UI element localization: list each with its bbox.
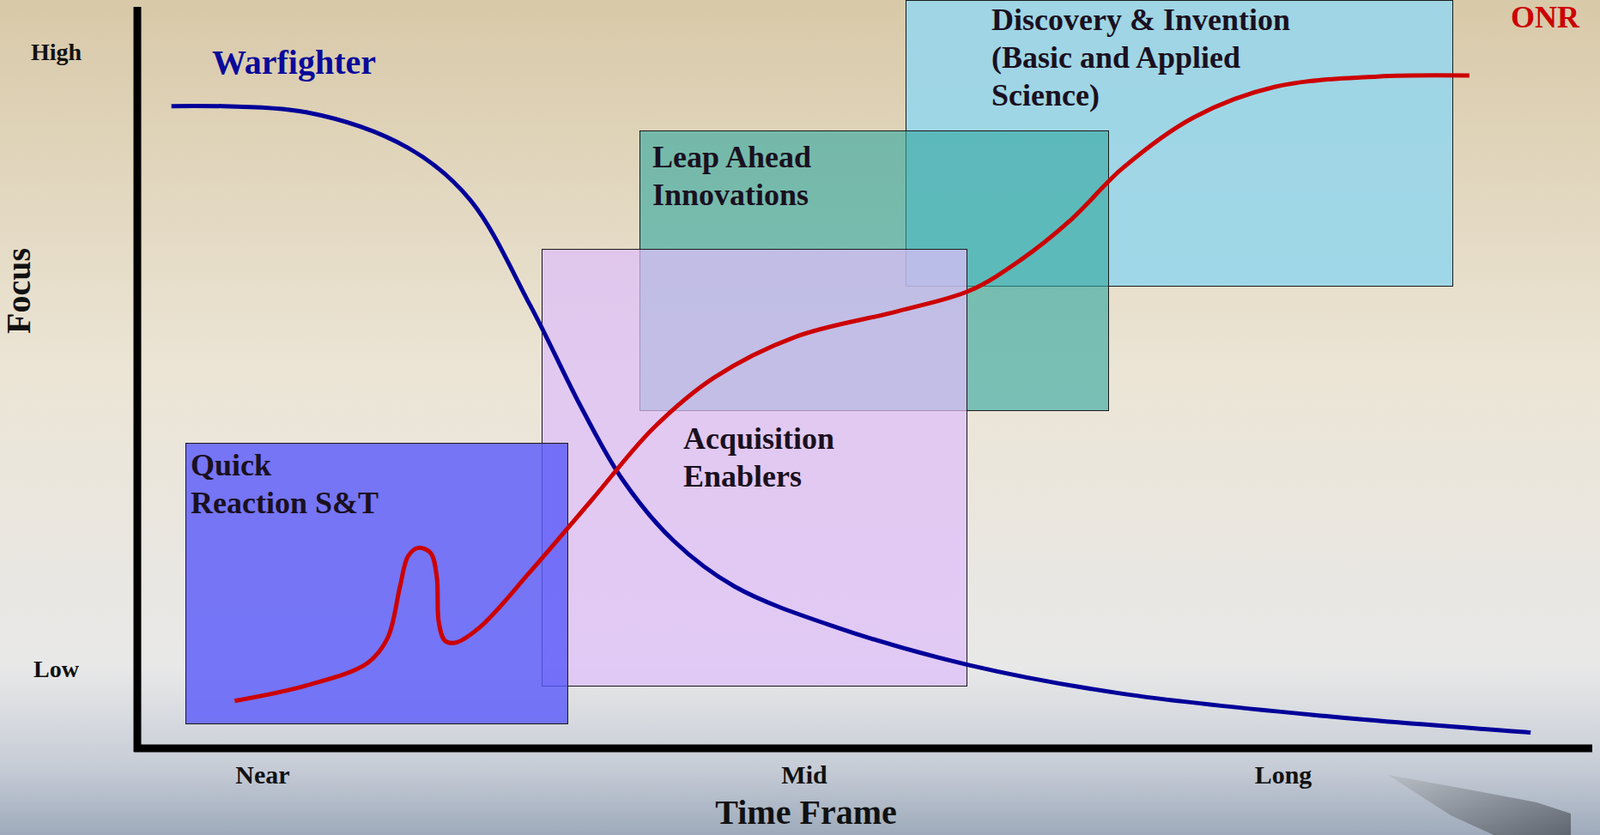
axis-tick-label: Near	[235, 760, 290, 791]
acquisition-box: Acquisition Enablers	[541, 248, 968, 687]
aircraft-silhouette	[1387, 775, 1571, 835]
onr-curve	[234, 75, 1469, 702]
axis-title: Time Frame	[715, 793, 897, 833]
curve-label: ONR	[1510, 0, 1580, 36]
axis-tick-label: Mid	[781, 760, 827, 791]
axis-tick-label: Long	[1254, 760, 1313, 791]
axis-title: Time Frame	[715, 793, 897, 833]
y-axis	[133, 6, 142, 752]
curve-label: ONR	[1510, 0, 1580, 36]
box-label: Discovery & Invention (Basic and Applied…	[991, 0, 1335, 115]
box-label: Acquisition Enablers	[683, 419, 873, 496]
axis-tick-label: Near	[235, 760, 290, 791]
quick-reaction-box: Quick Reaction S&T	[185, 442, 569, 725]
axis-tick-label: Low	[33, 655, 79, 684]
box-label: Leap Ahead Innovations	[652, 138, 876, 214]
warfighter-curve	[171, 105, 1531, 733]
box-label: Quick Reaction S&T	[190, 446, 388, 522]
axis-tick-label: Mid	[781, 760, 827, 791]
curve-label: Warfighter	[212, 42, 376, 83]
axis-tick-label: High	[30, 38, 82, 67]
curve-label: Warfighter	[212, 42, 376, 83]
axis-title: Focus	[0, 248, 39, 334]
axis-tick-label: Long	[1254, 760, 1313, 791]
axis-tick-label: Low	[33, 655, 79, 684]
axis-title: Focus	[0, 248, 39, 334]
axis-tick-label: High	[30, 38, 82, 67]
x-axis	[133, 745, 1593, 753]
